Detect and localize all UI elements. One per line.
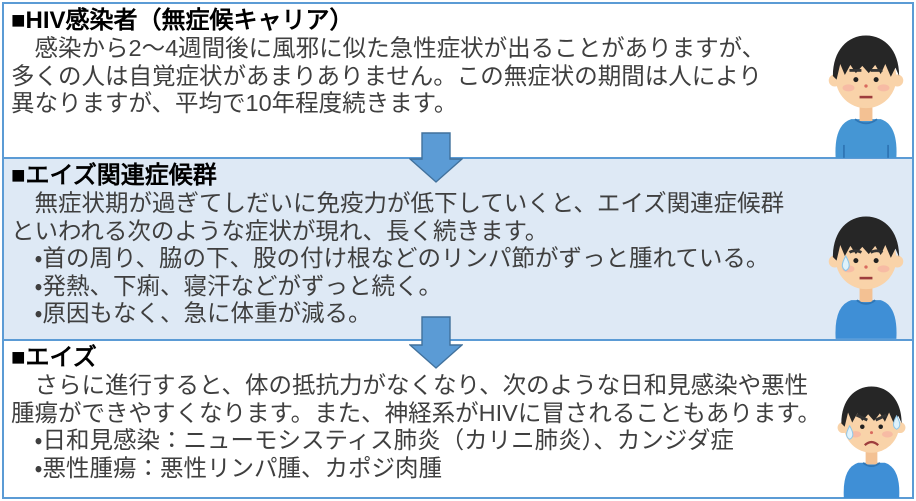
sweat-drop-icon [846, 424, 854, 440]
body-line: ・発熱、下痢、寝汗などがずっと続く。 [11, 272, 442, 299]
down-arrow-icon [409, 132, 463, 183]
section-hiv-carrier: ■HIV感染者（無症候キャリア） 感染から2～4週間後に風邪に似た急性症状が出る… [2, 2, 914, 159]
body-line: ・首の周り、脇の下、股の付け根などのリンパ節がずっと腫れている。 [11, 245, 770, 271]
body-line: といわれる次のような症状が現れ、長く続きます。 [11, 217, 549, 244]
body-line: さらに進行すると、体の抵抗力がなくなり、次のような日和見感染や悪性 [11, 372, 809, 398]
section-aids: ■エイズ さらに進行すると、体の抵抗力がなくなり、次のような日和見感染や悪性 腫… [2, 339, 914, 499]
section-aids-related-complex: ■エイズ関連症候群 無症状期が過ぎてしだいに免疫力が低下していくと、エイズ関連症… [2, 157, 914, 341]
section-hiv-carrier-heading: ■HIV感染者（無症候キャリア） [11, 7, 354, 34]
section-aids-related-complex-heading: ■エイズ関連症候群 [11, 162, 217, 189]
sweat-drop-icon [841, 254, 850, 272]
sweat-drop-icon [892, 414, 901, 430]
boy-distressed-face-illustration [837, 386, 906, 498]
body-line: 多くの人は自覚症状があまりありません。この無症状の期間は人により [11, 62, 762, 89]
body-line: ・悪性腫瘍：悪性リンパ腫、カポジ肉腫 [11, 454, 442, 481]
body-line: ・原因もなく、急に体重が減る。 [11, 300, 372, 326]
section-aids-heading: ■エイズ [11, 344, 97, 371]
boy-neutral-face-illustration [828, 35, 904, 158]
body-line: ・日和見感染：ニューモシスティス肺炎（カリニ肺炎）、カンジダ症 [11, 427, 734, 453]
body-line: 感染から2～4週間後に風邪に似た急性症状が出ることがありますが、 [11, 35, 766, 61]
body-line: 腫瘍ができやすくなります。また、神経系がHIVに冒されることもあります。 [11, 399, 821, 426]
body-line: 異なりますが、平均で10年程度続きます。 [11, 90, 458, 116]
boy-sweat-face-illustration [828, 216, 904, 339]
body-line: 無症状期が過ぎてしだいに免疫力が低下していくと、エイズ関連症候群 [11, 190, 785, 216]
down-arrow-icon [409, 316, 463, 369]
